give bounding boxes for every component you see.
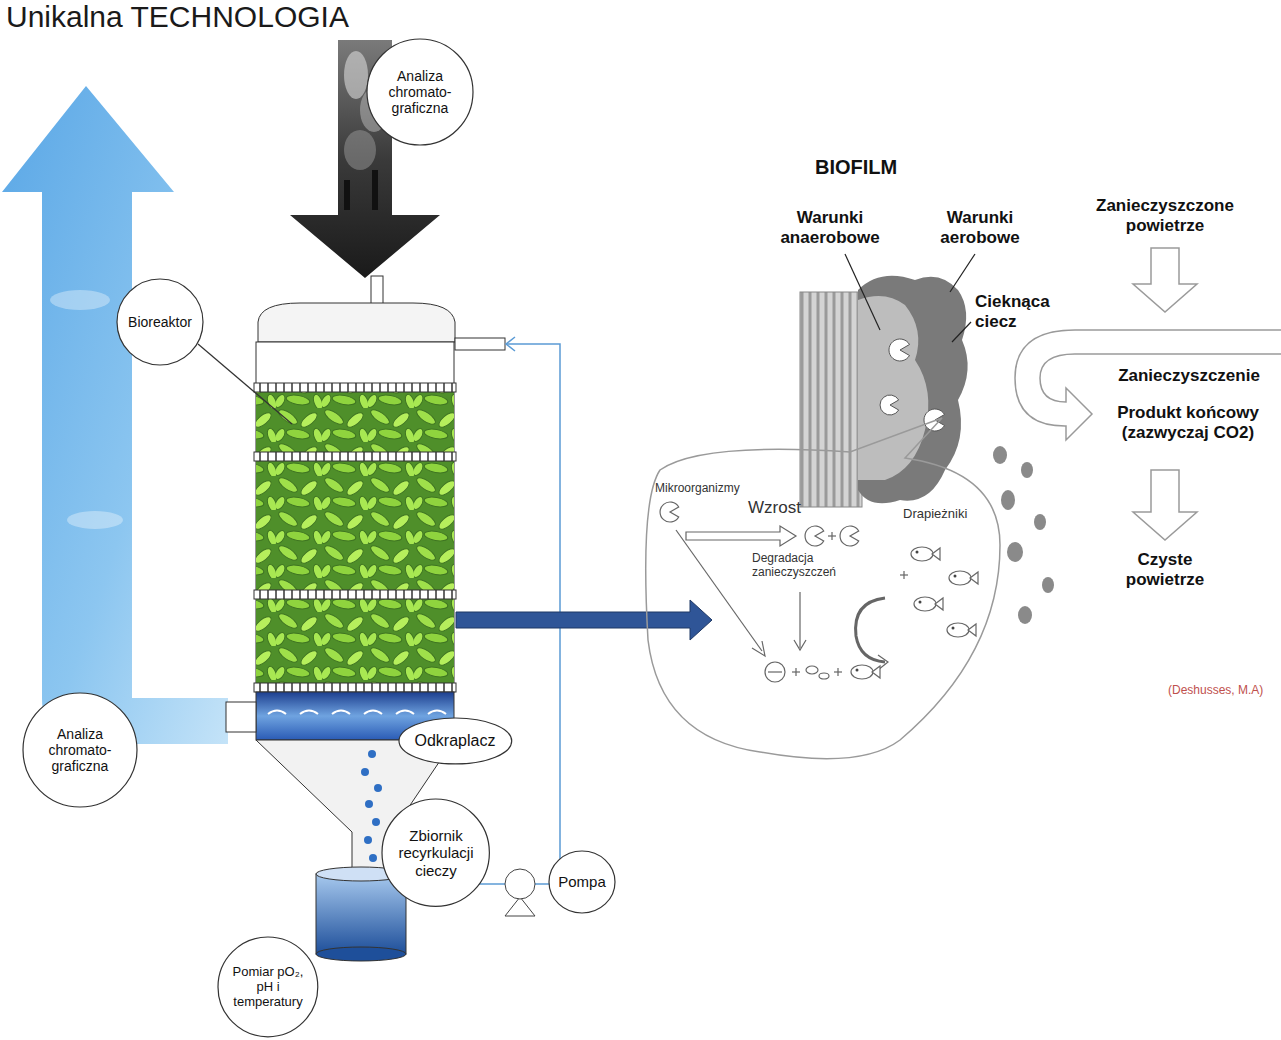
label-circle: Zbiornik recyrkulacji cieczy (381, 798, 490, 907)
bubble-label: Wzrost (748, 498, 801, 518)
figure-heading: BIOFILM (815, 156, 945, 179)
annotation-label: Cieknąca ciecz (975, 292, 1075, 331)
callout-oval: Odkraplacz (398, 717, 513, 765)
annotation-label: Produkt końcowy (zazwyczaj CO2) (1098, 403, 1278, 442)
circle-label: Pomiar pO₂, pH i temperatury (231, 965, 305, 1010)
circle-label: Odkraplacz (405, 732, 504, 750)
annotation-label: Zanieczyszczenie (1100, 366, 1278, 386)
circle-label: Analiza chromato-graficzna (37, 726, 123, 774)
annotation-label: Warunki aerobowe (925, 208, 1035, 247)
label-circle: Pompa (548, 850, 616, 914)
circle-shape (399, 718, 512, 764)
circle-text-area: Pompa (548, 850, 616, 914)
circle-shape (117, 279, 203, 365)
label-circle: Bioreaktor (116, 278, 204, 366)
circle-shape (549, 851, 615, 913)
label-circle: Analiza chromato-graficzna (366, 38, 474, 146)
circle-shape (382, 799, 489, 906)
circle-text-area: Pomiar pO₂, pH i temperatury (217, 936, 319, 1038)
circle-shape (23, 693, 137, 807)
circle-text-area: Odkraplacz (398, 717, 513, 765)
annotation-label: Zanieczyszczone powietrze (1080, 196, 1250, 235)
annotation-label: Warunki anaerobowe (770, 208, 890, 247)
label-circle: Analiza chromato-graficzna (22, 692, 138, 808)
circle-shape (218, 937, 318, 1037)
circle-text-area: Analiza chromato-graficzna (22, 692, 138, 808)
circle-text-area: Analiza chromato-graficzna (366, 38, 474, 146)
bubble-shape (646, 418, 1000, 759)
annotation-label: Czyste powietrze (1110, 550, 1220, 589)
circle-text-area: Zbiornik recyrkulacji cieczy (381, 798, 490, 907)
circle-label: Zbiornik recyrkulacji cieczy (397, 827, 475, 879)
circle-label: Pompa (557, 873, 607, 890)
circle-shape (367, 39, 473, 145)
bubble-label: Mikroorganizmy (655, 482, 740, 496)
source-credit: (Deshusses, M.A) (1168, 684, 1280, 698)
biofilm-detail-bubble: MikroorganizmyWzrostDegradacja zanieczys… (640, 410, 1010, 770)
bubble-label: Drapieżniki (903, 507, 967, 522)
bubble-outline (640, 410, 1010, 770)
circle-label: Bioreaktor (127, 314, 192, 330)
label-circle: Pomiar pO₂, pH i temperatury (217, 936, 319, 1038)
page-title: Unikalna TECHNOLOGIA (6, 0, 349, 35)
circle-label: Analiza chromato-graficzna (380, 68, 460, 116)
circle-text-area: Bioreaktor (116, 278, 204, 366)
bubble-label: Degradacja zanieczyszczeń (752, 552, 867, 580)
